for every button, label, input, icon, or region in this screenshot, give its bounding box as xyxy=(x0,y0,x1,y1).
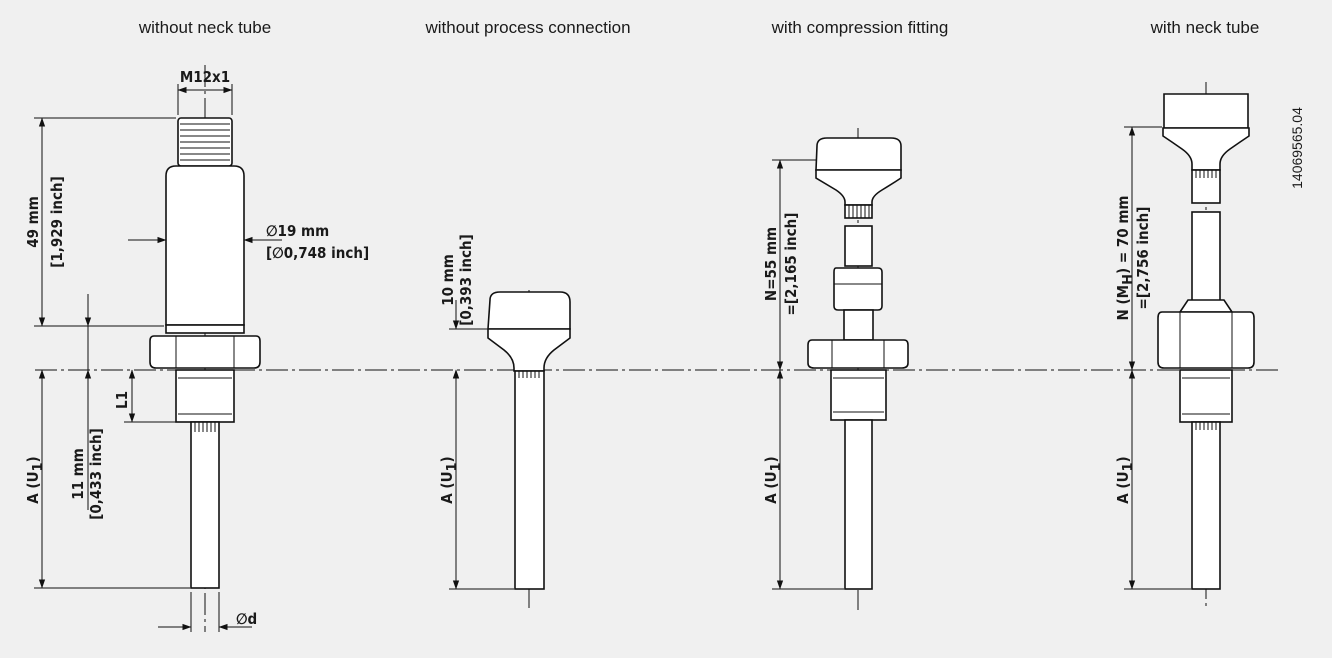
caption-with-neck-tube: with neck tube xyxy=(1150,18,1260,37)
dim-dia19: ∅19 mm xyxy=(266,222,329,240)
dim-n70: N (MH) = 70 mm xyxy=(1114,196,1136,321)
dim-49mm-inch: [1,929 inch] xyxy=(48,176,66,268)
caption-without-neck-tube: without neck tube xyxy=(138,18,271,37)
dim-n70-inch: =[2,756 inch] xyxy=(1134,207,1152,310)
dim-49mm: 49 mm xyxy=(24,196,42,248)
hex-nut xyxy=(1157,311,1255,369)
dim-n55-inch: =[2,165 inch] xyxy=(782,213,800,316)
probe-tube xyxy=(514,370,545,590)
neck-tube xyxy=(1191,211,1221,309)
head-cap xyxy=(487,291,571,330)
dim-dia19-inch: [∅0,748 inch] xyxy=(266,244,369,262)
dim-n55: N=55 mm xyxy=(762,227,780,301)
dim-10mm-inch: [0,393 inch] xyxy=(457,234,475,326)
sensor-body xyxy=(165,165,245,326)
dim-dia-d: ∅d xyxy=(236,610,257,628)
compression-nut xyxy=(833,267,883,311)
process-thread xyxy=(1179,369,1233,423)
probe-tube xyxy=(844,419,873,590)
hex-nut xyxy=(149,335,261,369)
caption-without-process-connection: without process connection xyxy=(424,18,630,37)
neck-tube xyxy=(844,225,873,267)
dim-a-u1: A (U1) xyxy=(762,456,784,503)
dim-11mm-inch: [0,433 inch] xyxy=(87,428,105,520)
dim-10mm: 10 mm xyxy=(439,254,457,306)
head-cap xyxy=(1163,93,1249,129)
dim-l1: L1 xyxy=(113,391,131,409)
head-cap xyxy=(815,137,902,171)
view-without-process-connection: 10 mm [0,393 inch] A (U1) xyxy=(438,234,571,608)
view-without-neck-tube: M12x1 49 mm [1,929 inch] ∅19 mm [∅0,748 … xyxy=(24,65,369,632)
dim-a-u1: A (U1) xyxy=(24,456,46,503)
dim-11mm: 11 mm xyxy=(69,448,87,500)
process-thread xyxy=(175,369,235,423)
dim-thread-m12: M12x1 xyxy=(180,68,230,86)
caption-with-compression-fitting: with compression fitting xyxy=(771,18,949,37)
view-with-compression-fitting: N=55 mm =[2,165 inch] A (U1) xyxy=(762,128,909,610)
dim-a-u1: A (U1) xyxy=(438,456,460,503)
hex-nut xyxy=(807,339,909,369)
document-number: 14069565.04 xyxy=(1289,107,1305,189)
probe-tube xyxy=(190,421,220,589)
view-with-neck-tube: N (MH) = 70 mm =[2,756 inch] A (U1) xyxy=(1114,82,1255,610)
dim-a-u1: A (U1) xyxy=(1114,456,1136,503)
probe-tube xyxy=(1191,421,1221,590)
